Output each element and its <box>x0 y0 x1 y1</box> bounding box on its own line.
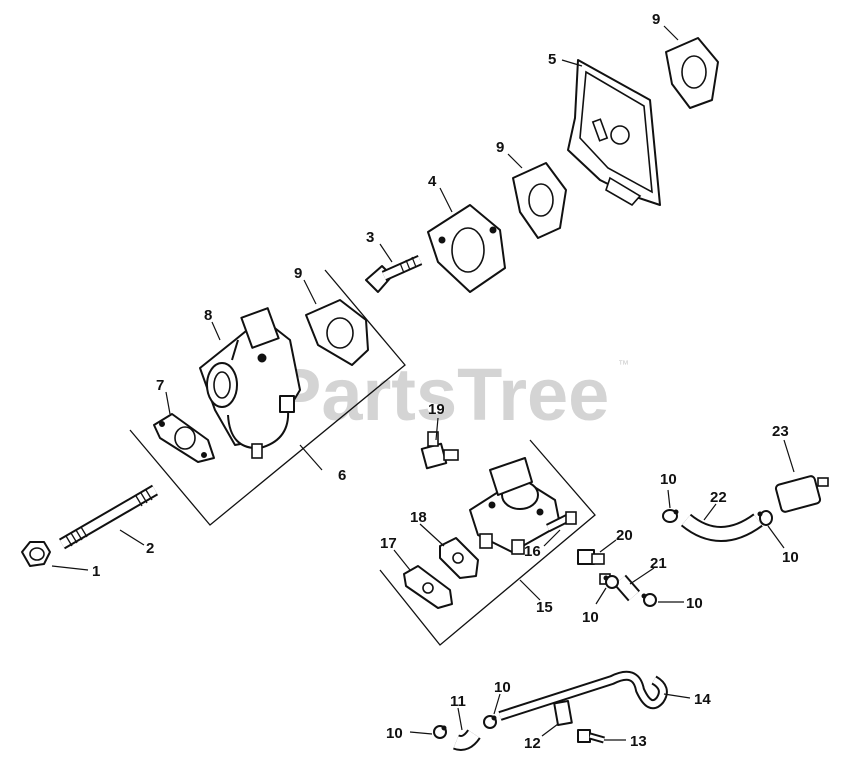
part-carburetor[interactable] <box>199 307 301 459</box>
callout-10-c: 10 <box>582 609 599 626</box>
part-screw[interactable] <box>545 511 577 533</box>
watermark-text: PartsTree <box>272 353 609 436</box>
part-gasket-lower[interactable] <box>305 299 369 366</box>
part-gasket-top[interactable] <box>665 37 719 109</box>
callout-10-a: 10 <box>660 471 677 488</box>
callout-19: 19 <box>428 401 445 418</box>
callout-15: 15 <box>536 599 553 616</box>
part-pump-plate[interactable] <box>439 537 479 579</box>
part-clamp-3[interactable] <box>603 575 619 589</box>
callout-23: 23 <box>772 423 789 440</box>
callout-9-top: 9 <box>652 11 660 28</box>
watermark-trademark: ™ <box>618 359 629 371</box>
part-gasket-middle[interactable] <box>512 162 567 239</box>
bracket-fuel-pump-assembly <box>379 439 596 646</box>
callout-10-b: 10 <box>782 549 799 566</box>
callout-18: 18 <box>410 509 427 526</box>
callout-14: 14 <box>694 691 711 708</box>
callout-2: 2 <box>146 540 154 557</box>
callout-9-middle: 9 <box>496 139 504 156</box>
part-clamp-5[interactable] <box>433 725 447 739</box>
callout-10-e: 10 <box>386 725 403 742</box>
callout-8: 8 <box>204 307 212 324</box>
bracket-carburetor-assembly <box>129 269 406 526</box>
part-bolt[interactable] <box>365 254 423 293</box>
part-elbow-fitting[interactable] <box>420 431 459 470</box>
callout-6: 6 <box>338 467 346 484</box>
part-stud[interactable] <box>58 484 159 550</box>
callout-13: 13 <box>630 733 647 750</box>
part-short-hose[interactable] <box>613 574 641 602</box>
callout-1: 1 <box>92 563 100 580</box>
callout-9-lower: 9 <box>294 265 302 282</box>
callout-21: 21 <box>650 555 667 572</box>
callout-11: 11 <box>450 693 466 710</box>
callout-20: 20 <box>616 527 633 544</box>
part-carburetor-gasket[interactable] <box>153 413 215 463</box>
part-pump-gasket[interactable] <box>403 565 453 609</box>
part-heat-shield[interactable] <box>567 59 661 207</box>
part-clamp-1[interactable] <box>662 509 679 523</box>
callout-5: 5 <box>548 51 556 68</box>
part-fuel-filter[interactable] <box>774 475 829 513</box>
callout-12: 12 <box>524 735 541 752</box>
callout-3: 3 <box>366 229 374 246</box>
part-clamp-2[interactable] <box>757 510 773 526</box>
part-clip-screw[interactable] <box>577 729 605 744</box>
callout-10-d: 10 <box>686 595 703 612</box>
part-fuel-pump[interactable] <box>469 457 561 555</box>
callout-numbers: 1 2 3 4 5 6 7 8 9 9 9 10 10 10 10 10 10 … <box>92 11 799 752</box>
leader-lines <box>51 25 795 741</box>
callout-10-f: 10 <box>494 679 511 696</box>
part-fuel-line[interactable] <box>498 670 668 721</box>
part-nut[interactable] <box>21 541 51 567</box>
callout-7: 7 <box>156 377 164 394</box>
callout-16: 16 <box>524 543 541 560</box>
part-clamp-6[interactable] <box>483 715 497 729</box>
part-spacer[interactable] <box>427 204 506 293</box>
part-clamp-4[interactable] <box>641 593 657 607</box>
callout-4: 4 <box>428 173 437 190</box>
part-line-clip[interactable] <box>553 699 573 727</box>
part-hose-elbow[interactable] <box>453 729 481 751</box>
callout-17: 17 <box>380 535 397 552</box>
callout-22: 22 <box>710 489 727 506</box>
part-fuel-hose[interactable] <box>680 513 763 542</box>
